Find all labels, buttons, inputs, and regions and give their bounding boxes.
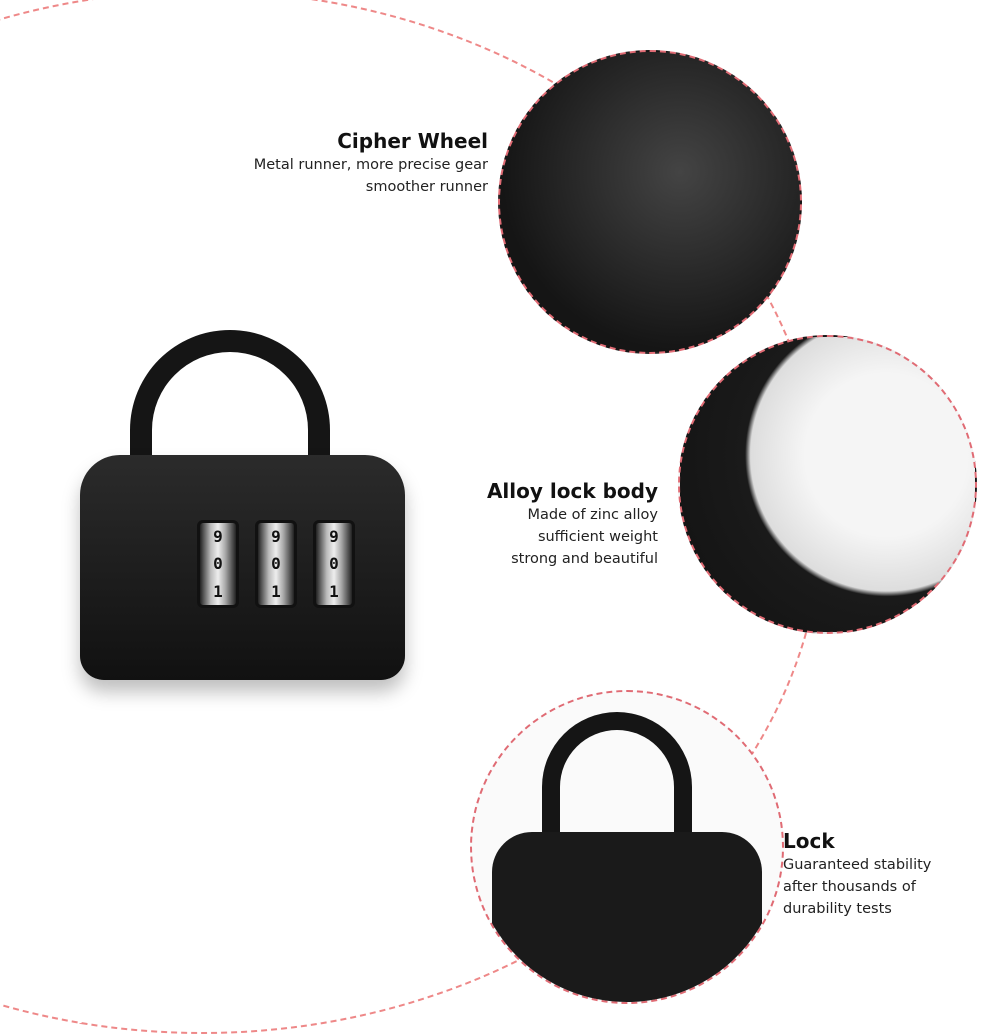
lock-body-detail-circle <box>678 335 977 634</box>
feature-title: Lock <box>783 829 835 853</box>
lock-detail-circle <box>470 690 784 1004</box>
feature-title: Cipher Wheel <box>337 129 488 153</box>
cipher-wheel-detail-circle <box>498 50 802 354</box>
feature-alloy-lock-body: Alloy lock body Made of zinc alloy suffi… <box>486 479 658 567</box>
feature-title: Alloy lock body <box>486 479 658 503</box>
feature-cipher-wheel: Cipher Wheel Metal runner, more precise … <box>253 129 488 195</box>
padlock-body <box>80 455 405 680</box>
feature-lock: Lock Guaranteed stability after thousand… <box>783 829 932 917</box>
